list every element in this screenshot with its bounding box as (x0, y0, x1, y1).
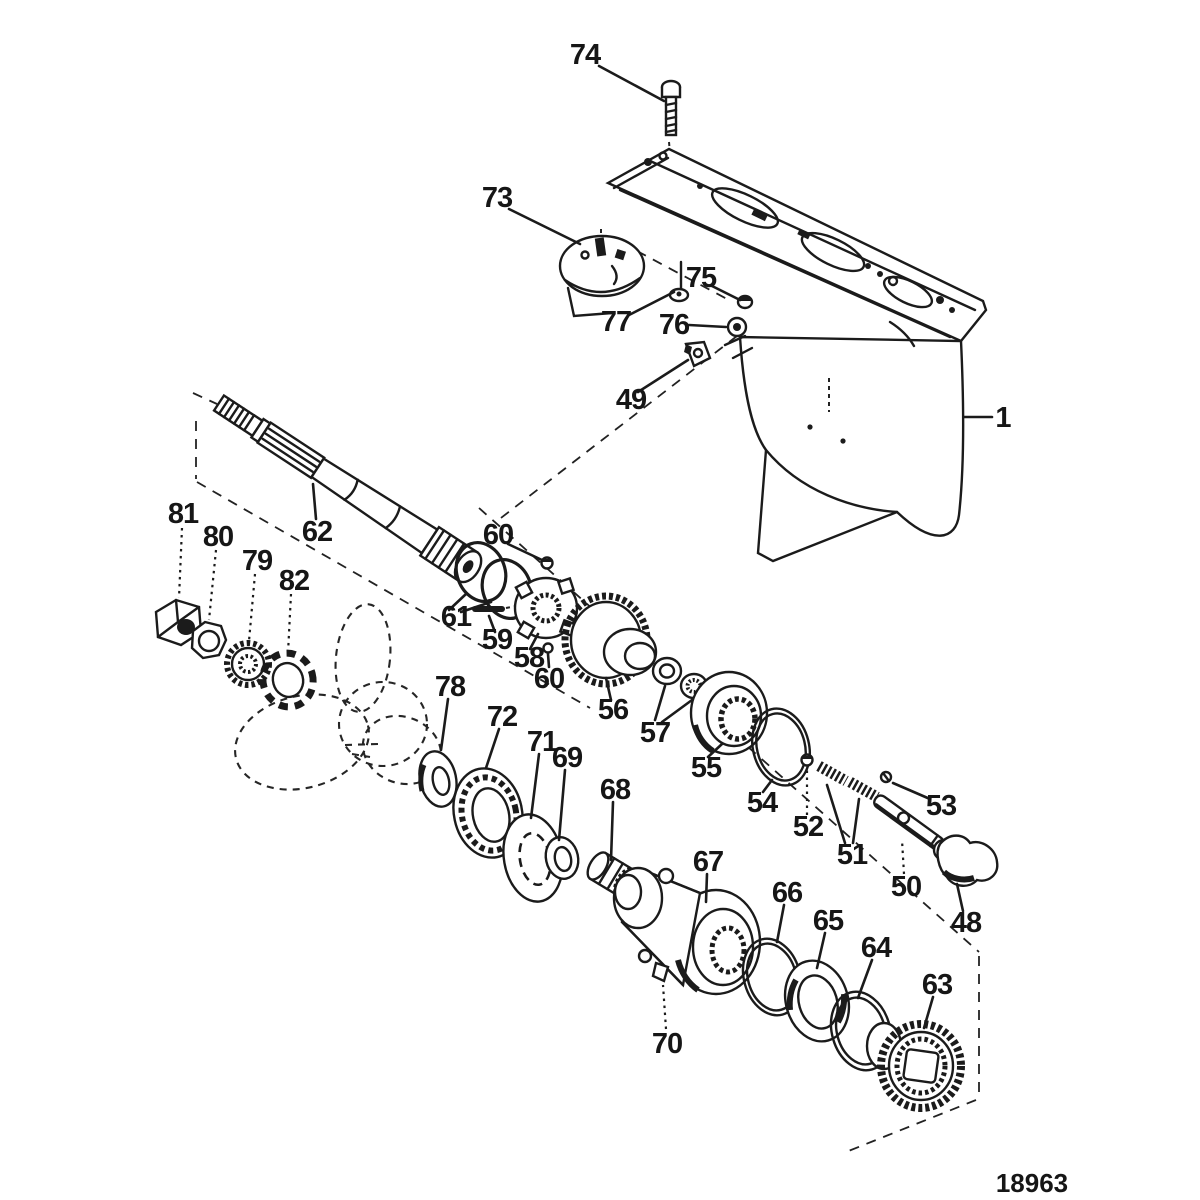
callout-72: 72 (487, 701, 517, 733)
callout-1: 1 (995, 402, 1011, 434)
bolt (660, 79, 682, 137)
dotted-leader-lines (177, 527, 906, 1030)
callout-71: 71 (527, 726, 558, 758)
callout-63: 63 (922, 969, 953, 1001)
callout-70: 70 (652, 1028, 682, 1060)
o-ring-54 (751, 707, 811, 787)
callout-67: 67 (693, 846, 723, 878)
callout-57: 57 (640, 717, 670, 749)
callout-64: 64 (861, 932, 892, 964)
callout-74: 74 (570, 39, 601, 71)
callout-53: 53 (926, 790, 957, 822)
callout-76: 76 (659, 309, 690, 341)
callout-60-upper: 60 (483, 519, 513, 551)
callout-81: 81 (168, 498, 199, 530)
leader-lines (311, 64, 994, 1030)
callout-68: 68 (600, 774, 631, 806)
set-screw (879, 770, 893, 784)
anode-clamp (684, 340, 712, 368)
callout-69: 69 (552, 742, 583, 774)
thrust-hub (224, 640, 272, 688)
callout-75: 75 (686, 262, 717, 294)
callout-62: 62 (302, 516, 332, 548)
callout-78: 78 (435, 671, 466, 703)
nut-76 (726, 316, 748, 338)
callout-77: 77 (601, 306, 631, 338)
propeller-ghost (234, 603, 443, 791)
cross-pin (472, 606, 505, 612)
callout-49: 49 (616, 384, 647, 416)
forward-gear (561, 592, 658, 688)
callout-65: 65 (813, 905, 844, 937)
callout-54: 54 (747, 787, 778, 819)
callout-58: 58 (514, 642, 545, 674)
detent-ball-lower (542, 642, 554, 654)
callout-60-lower: 60 (534, 663, 564, 695)
detent-ball-52 (800, 753, 814, 767)
callout-82: 82 (279, 565, 309, 597)
callout-66: 66 (772, 877, 803, 909)
callout-48: 48 (951, 907, 982, 939)
callout-51: 51 (837, 839, 868, 871)
reverse-gear (865, 1020, 965, 1112)
prop-nut (154, 598, 203, 647)
gear-housing (605, 147, 988, 563)
thrust-washer-78 (418, 750, 458, 808)
callout-56: 56 (598, 694, 629, 726)
callout-55: 55 (691, 752, 722, 784)
callout-52: 52 (793, 811, 823, 843)
seal-ring-69 (544, 835, 580, 881)
drawing-number: 18963 (996, 1168, 1068, 1198)
callout-79: 79 (242, 545, 273, 577)
callout-59: 59 (482, 624, 513, 656)
locating-key (651, 961, 670, 983)
propeller-shaft (212, 393, 483, 584)
grommet (736, 294, 754, 310)
star-lock-washer (259, 649, 317, 711)
cam-follower (932, 834, 999, 887)
springs (816, 761, 880, 802)
water-pump-base-plate (558, 234, 646, 318)
callout-61: 61 (441, 601, 472, 633)
bearing-carrier (612, 866, 762, 996)
tab-washer (190, 620, 228, 660)
detent-ball-upper (540, 556, 554, 570)
callout-50: 50 (891, 871, 921, 903)
callout-73: 73 (482, 182, 513, 214)
clutch-dog (513, 576, 579, 640)
callout-80: 80 (203, 521, 233, 553)
roller-bearing (689, 670, 769, 756)
callout-labels: 74 73 77 75 76 49 1 62 81 80 79 82 60 61… (168, 39, 1013, 1060)
